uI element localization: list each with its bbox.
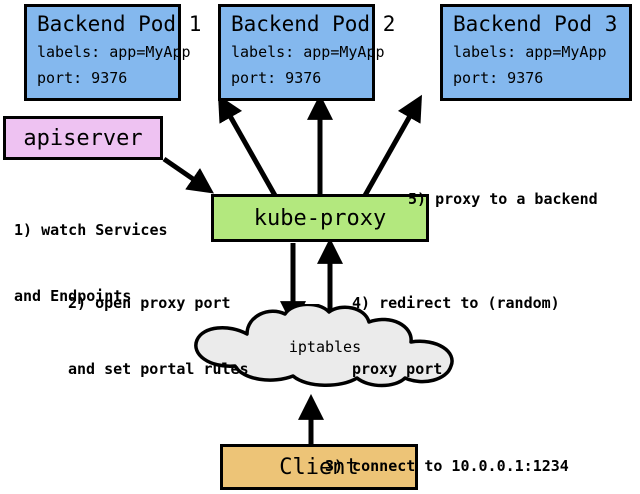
step-5-line-1: 5) proxy to a backend [408,190,598,208]
step-1-line-2: and Endpoints [14,287,132,305]
backend-pod-3-port: port: 9376 [453,69,544,87]
backend-pod-2-labels: labels: app=MyApp [231,43,385,61]
kube-proxy-node[interactable]: kube-proxy [211,194,429,242]
kube-proxy-label: kube-proxy [253,205,387,231]
step-4-line-2: proxy port [352,360,443,378]
step-1-line-1: 1) watch Services [14,221,168,239]
step-2-label: 2) open proxy port and set portal rules [68,248,249,424]
backend-pod-1-labels: labels: app=MyApp [37,43,191,61]
backend-pod-2-title: Backend Pod 2 [231,12,396,36]
apiserver-node[interactable]: apiserver [3,116,163,160]
apiserver-label: apiserver [23,125,143,151]
step-5-label: 5) proxy to a backend [408,144,598,254]
step-4-label: 4) redirect to (random) proxy port [352,248,560,424]
step-3-line-1: 3) connect to 10.0.0.1:1234 [325,457,569,475]
edge-kubeproxy-to-pod-1 [218,94,280,201]
step-2-line-1: 2) open proxy port [68,294,231,312]
backend-pod-3-labels: labels: app=MyApp [453,43,607,61]
step-1-label: 1) watch Services and Endpoints [14,175,168,351]
backend-pod-1-title: Backend Pod 1 [37,12,202,36]
backend-pod-2-port: port: 9376 [231,69,322,87]
step-3-label: 3) connect to 10.0.0.1:1234 [325,411,569,494]
backend-pod-3-title: Backend Pod 3 [453,12,618,36]
edge-apiserver-to-kubeproxy [162,156,214,194]
backend-pod-2[interactable]: Backend Pod 2 labels: app=MyApp port: 93… [218,4,396,101]
step-4-line-1: 4) redirect to (random) [352,294,560,312]
step-2-line-2: and set portal rules [68,360,249,378]
backend-pod-1[interactable]: Backend Pod 1 labels: app=MyApp port: 93… [24,4,202,101]
client-label: Client [279,454,359,480]
client-node[interactable]: Client [220,444,418,490]
backend-pod-1-port: port: 9376 [37,69,128,87]
backend-pod-3[interactable]: Backend Pod 3 labels: app=MyApp port: 93… [440,4,632,101]
